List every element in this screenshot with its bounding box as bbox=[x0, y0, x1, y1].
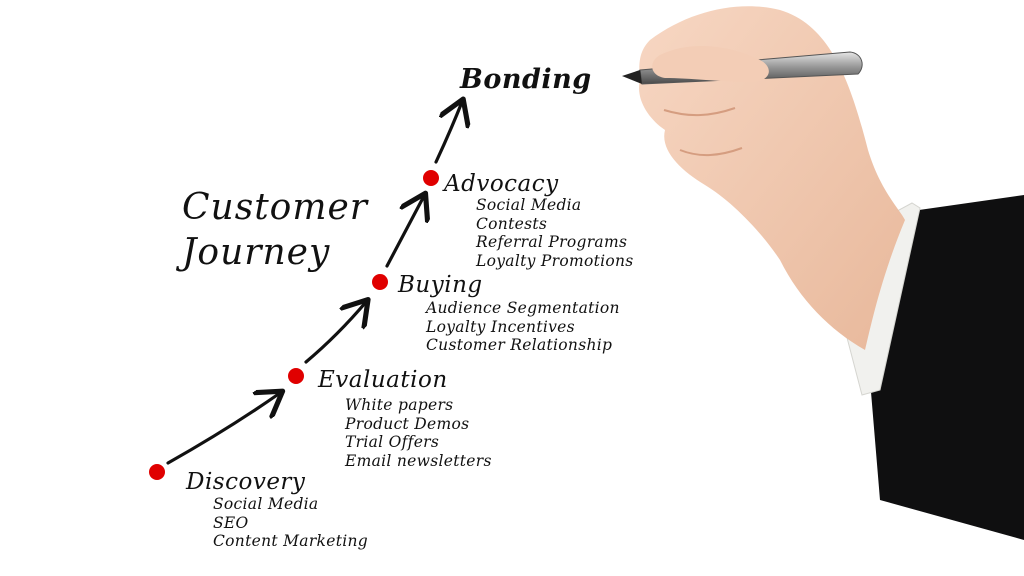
dot-buying bbox=[372, 274, 388, 290]
list-item: SEO bbox=[213, 513, 249, 532]
list-item: Audience Segmentation bbox=[426, 299, 620, 317]
list-item: Content Marketing bbox=[213, 532, 368, 550]
stage-dots bbox=[149, 170, 439, 480]
dot-advocacy bbox=[423, 170, 439, 186]
stage-label-discovery: Discovery bbox=[186, 469, 306, 495]
stage-items-discovery: Social Media SEO Content Marketing bbox=[213, 495, 368, 551]
list-item: Referral Programs bbox=[476, 233, 628, 251]
stage-label-bonding: Bonding bbox=[460, 64, 592, 95]
list-item: Social Media bbox=[213, 495, 319, 513]
stage-items-advocacy: Social Media Contests Referral Programs … bbox=[476, 196, 634, 270]
diagram-title-line2: Journey bbox=[182, 232, 331, 273]
arrow-buying-advocacy bbox=[385, 196, 424, 268]
list-item: Social Media bbox=[476, 196, 582, 214]
dot-evaluation bbox=[288, 368, 304, 384]
hand bbox=[639, 6, 905, 350]
list-item: Product Demos bbox=[345, 414, 470, 433]
stage-items-buying: Audience Segmentation Loyalty Incentives… bbox=[426, 299, 620, 355]
list-item: Loyalty Incentives bbox=[426, 317, 575, 336]
stage-label-advocacy: Advocacy bbox=[444, 171, 559, 197]
arrow-evaluation-buying bbox=[304, 302, 366, 364]
list-item: Email newsletters bbox=[345, 451, 492, 470]
list-item: Contests bbox=[476, 214, 548, 233]
list-item: Loyalty Promotions bbox=[476, 251, 634, 270]
stage-label-buying: Buying bbox=[398, 272, 483, 298]
list-item: Customer Relationship bbox=[426, 336, 613, 354]
list-item: Trial Offers bbox=[345, 433, 440, 451]
arrow-advocacy-bonding bbox=[434, 102, 462, 164]
diagram-title-line1: Customer bbox=[182, 187, 368, 228]
suit-sleeve bbox=[870, 195, 1024, 540]
path-arrows bbox=[166, 102, 462, 465]
pen-tip bbox=[622, 70, 642, 84]
stage-label-evaluation: Evaluation bbox=[318, 367, 448, 393]
dot-discovery bbox=[149, 464, 165, 480]
hand-holding-pen-icon bbox=[622, 6, 1024, 540]
arrow-discovery-evaluation bbox=[166, 393, 280, 465]
list-item: White papers bbox=[345, 396, 454, 414]
stage-items-evaluation: White papers Product Demos Trial Offers … bbox=[345, 396, 492, 470]
